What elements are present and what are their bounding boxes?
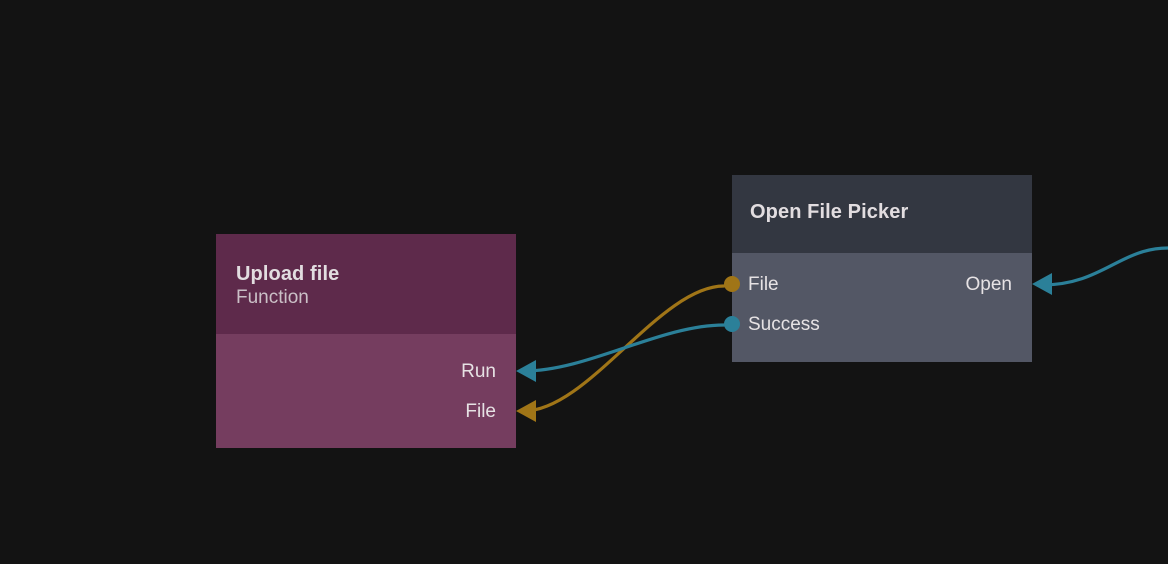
port-label-open: Open: [965, 273, 1012, 295]
edge-success-to-run: [522, 323, 726, 373]
port-row-file-out[interactable]: File: [216, 391, 536, 431]
node-open-file-picker-body: File Open Success: [724, 253, 1052, 362]
node-upload-file-title: Upload file: [236, 263, 340, 285]
node-upload-file-header[interactable]: Upload file Function: [216, 234, 516, 334]
edge-file-to-file: [522, 284, 726, 413]
port-arrow-run-icon[interactable]: [516, 360, 536, 382]
edge-incoming-to-open: [1040, 246, 1168, 287]
port-row-success[interactable]: Success: [724, 304, 1032, 344]
node-upload-file-subtitle: Function: [236, 287, 309, 308]
port-row-run[interactable]: Run: [216, 351, 536, 391]
port-arrow-file-out-icon[interactable]: [516, 400, 536, 422]
port-label-success: Success: [748, 313, 820, 335]
node-open-file-picker[interactable]: Open File Picker File Open Success: [724, 175, 1052, 362]
node-open-file-picker-header[interactable]: Open File Picker: [732, 175, 1032, 253]
port-label-file-in: File: [748, 273, 779, 295]
port-label-run: Run: [461, 360, 496, 382]
port-arrow-open-icon[interactable]: [1032, 273, 1052, 295]
node-upload-file-body: Run File: [216, 334, 536, 448]
port-dot-success-icon[interactable]: [724, 316, 740, 332]
node-open-file-picker-title: Open File Picker: [750, 201, 909, 223]
node-upload-file[interactable]: Upload file Function Run File: [216, 234, 536, 448]
port-label-file-out: File: [465, 400, 496, 422]
port-dot-file-in-icon[interactable]: [724, 276, 740, 292]
port-row-file-open[interactable]: File Open: [724, 264, 1052, 304]
